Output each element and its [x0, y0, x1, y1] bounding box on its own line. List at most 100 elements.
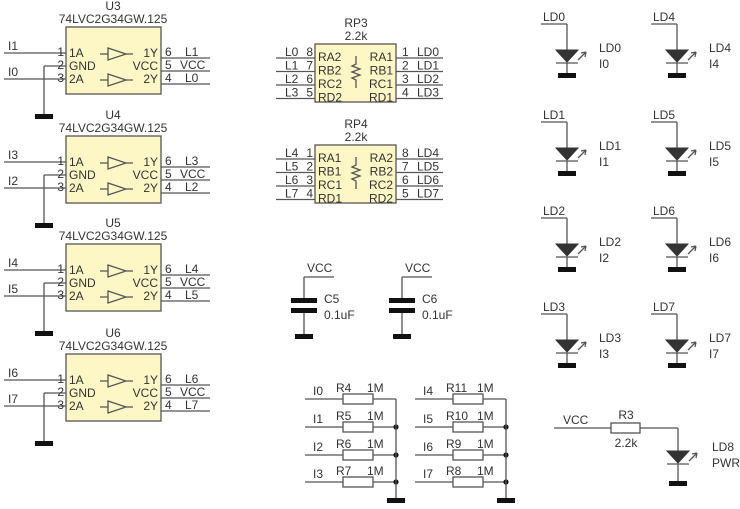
pin-number: 1 — [402, 45, 409, 59]
pin-number: 3 — [57, 71, 64, 85]
led-icon — [554, 147, 580, 161]
resistor-reference: R11 — [446, 381, 467, 395]
net-label: I5 — [423, 412, 433, 426]
pin-name: RB1 — [318, 165, 342, 179]
resistor-body — [342, 476, 374, 488]
led-label: I4 — [709, 57, 719, 71]
pin-number: 2 — [57, 385, 64, 399]
pin-name: RC1 — [318, 178, 342, 192]
resistor-body — [452, 393, 484, 405]
net-label: LD6 — [653, 204, 675, 218]
pin-name: 1A — [69, 373, 84, 387]
pin-number: 2 — [306, 160, 313, 174]
net-label: LD7 — [653, 300, 675, 314]
net-label: L6 — [285, 173, 299, 187]
ground-icon — [497, 498, 515, 503]
rpack-reference: RP3 — [344, 16, 368, 30]
pin-name: 2Y — [143, 399, 158, 413]
resistor-reference: R8 — [446, 464, 462, 478]
pin-name: VCC — [133, 276, 159, 290]
led-reference: LD5 — [709, 139, 731, 153]
pin-name: GND — [69, 386, 96, 400]
capacitor-reference: C5 — [324, 292, 340, 306]
resistor-body — [342, 393, 374, 405]
ground-icon — [35, 114, 53, 119]
led-reference: LD7 — [709, 331, 731, 345]
indicator-leds: LD0LD0I0LD1LD1I1LD2LD2I2LD3LD3I3LD4LD4I4… — [541, 10, 731, 368]
capacitor-plate — [389, 298, 415, 303]
ground-icon — [558, 363, 576, 368]
pin-number: 1 — [57, 45, 64, 59]
capacitor-plate — [389, 308, 415, 313]
input-net-label: I2 — [8, 174, 18, 188]
pin-name: 2A — [69, 289, 84, 303]
resistor-value: 1M — [477, 381, 494, 395]
pin-name: 1A — [69, 263, 84, 277]
pin-number: 6 — [165, 154, 172, 168]
led-icon — [664, 243, 690, 257]
resistor-icon — [350, 157, 362, 189]
resistor-value: 1M — [477, 409, 494, 423]
vcc-net-label: VCC — [405, 261, 431, 275]
led-label: I5 — [709, 155, 719, 169]
buffer-gate-icon — [100, 264, 133, 278]
led-reference: LD2 — [599, 235, 621, 249]
ground-icon — [558, 267, 576, 272]
buffer-gate-icon — [100, 47, 133, 61]
led-reference: LD3 — [599, 331, 621, 345]
ic-part-number: 74LVC2G34GW.125 — [59, 339, 168, 353]
resistor-value: 1M — [367, 464, 384, 478]
resistor-body — [610, 422, 641, 434]
vcc-net-label: VCC — [180, 385, 206, 399]
buffer-gate-icon — [100, 374, 133, 388]
pin-number: 2 — [57, 275, 64, 289]
ground-icon — [668, 73, 686, 78]
light-arrow-icon — [577, 341, 587, 351]
pin-name: RA2 — [318, 50, 342, 64]
rpack-value: 2.2k — [345, 130, 369, 144]
resistor-reference: R4 — [336, 381, 352, 395]
net-label: I1 — [313, 412, 323, 426]
input-net-label: I5 — [8, 282, 18, 296]
pin-number: 4 — [402, 86, 409, 100]
pin-name: RB1 — [370, 64, 394, 78]
pin-number: 1 — [57, 262, 64, 276]
buffer-gate-icon — [100, 290, 133, 304]
pin-number: 4 — [165, 180, 172, 194]
net-label: LD0 — [417, 45, 439, 59]
net-label: I0 — [313, 384, 323, 398]
resistor-body — [452, 476, 484, 488]
led-icon — [664, 147, 690, 161]
net-label: L4 — [285, 146, 299, 160]
net-label: I6 — [423, 440, 433, 454]
ground-icon — [668, 267, 686, 272]
ic-reference: U6 — [105, 326, 121, 340]
pin-number: 6 — [165, 372, 172, 386]
output-net-label: L6 — [185, 372, 199, 386]
pin-number: 4 — [306, 187, 313, 201]
ic-body — [65, 135, 162, 204]
input-net-label: I4 — [8, 256, 18, 270]
output-net-label: L7 — [185, 398, 199, 412]
resistor-value: 1M — [367, 381, 384, 395]
output-net-label: L2 — [185, 180, 199, 194]
output-net-label: L4 — [185, 262, 199, 276]
light-arrow-icon — [688, 452, 698, 462]
led-icon — [554, 49, 580, 63]
input-net-label: I3 — [8, 148, 18, 162]
resistor-value: 1M — [477, 464, 494, 478]
net-label: LD5 — [653, 108, 675, 122]
pin-name: VCC — [133, 59, 159, 73]
pin-name: 1Y — [143, 155, 158, 169]
input-net-label: I7 — [8, 392, 18, 406]
net-label: L3 — [285, 86, 299, 100]
pin-number: 3 — [57, 180, 64, 194]
resistor-icon — [350, 56, 362, 88]
pin-number: 7 — [402, 160, 409, 174]
buffer-gate-icon — [100, 156, 133, 170]
